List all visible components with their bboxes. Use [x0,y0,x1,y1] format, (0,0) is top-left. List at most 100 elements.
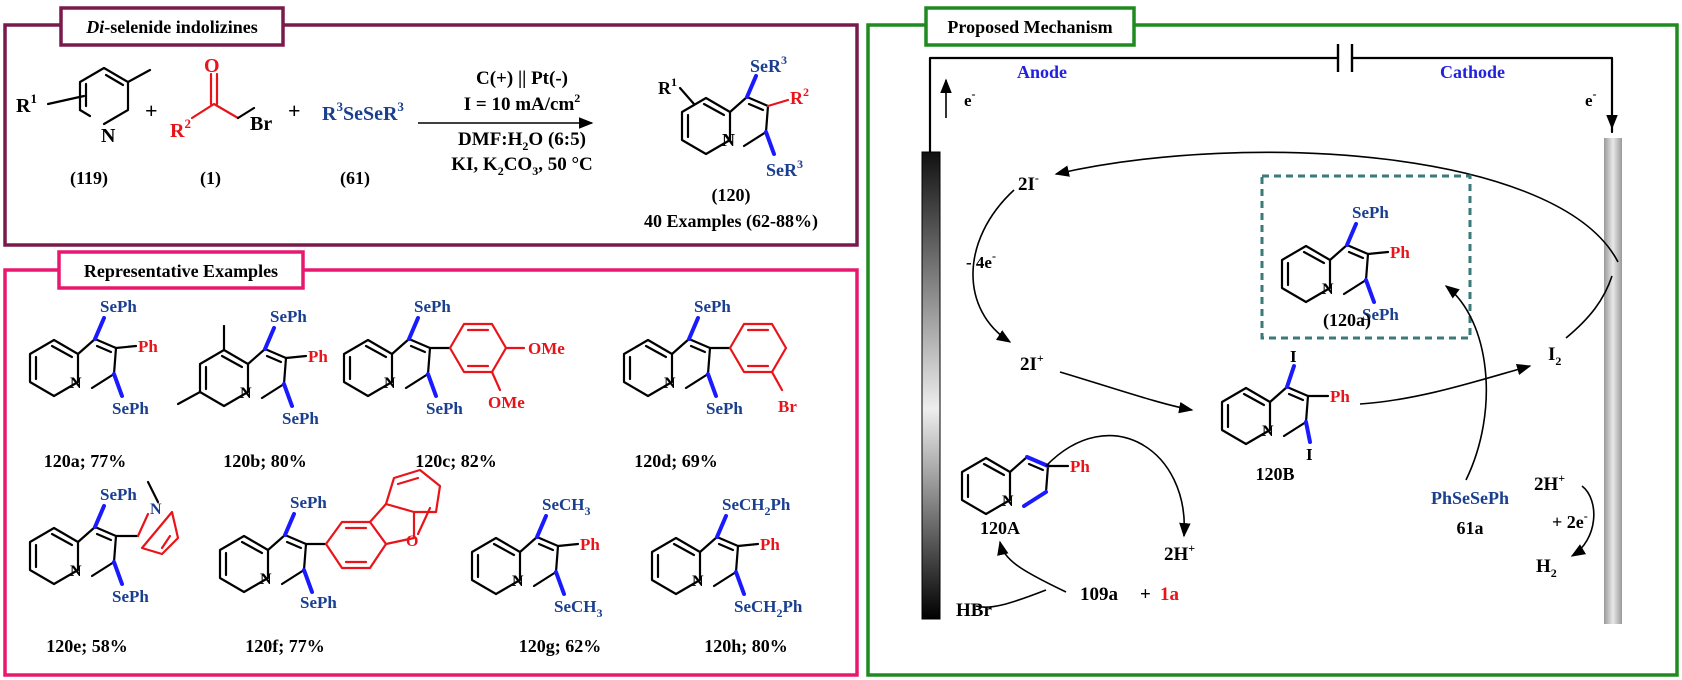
iodine-molecule: I2 [1548,344,1561,368]
label-120A: 120A [980,518,1020,538]
product-120-r2: R2 [790,85,809,108]
cathode-electrode [1604,138,1622,624]
examples-panel: Representative Examples N SePh Ph SePh 1… [3,250,859,677]
oxidation-arrow [972,189,1015,343]
product-120-se-bot: SeR3 [766,157,803,180]
mechanism-title: Proposed Mechanism [947,17,1112,37]
label-1: (1) [200,168,221,189]
selenation-arrow [1444,285,1488,481]
example-120c-ome2: OMe [488,393,525,412]
product-120-r1: R1 [658,75,677,98]
condition-current: I = 10 mA/cm2 [464,91,581,115]
example-120b-side: Ph [308,347,328,366]
example-120c-label: 120c; 82% [415,451,496,471]
iodide-anion: 2I- [1018,171,1039,195]
example-120a-side: Ph [138,337,158,356]
example-120f-n: N [260,571,272,588]
intermediate-120B-i-top: I [1290,347,1297,366]
hbr-release-line [975,589,1047,609]
example-120e: N N SePh SePh [28,480,180,606]
cathode-electrons: + 2e- [1552,509,1588,532]
to-iodine-arrow [1359,363,1532,405]
example-120e-top: SePh [100,485,137,504]
mechanism-panel: Proposed Mechanism Anode Cathode e- e- 2… [866,6,1679,677]
example-120e-n: N [70,563,82,580]
examples-count: 40 Examples (62-88%) [644,211,818,232]
product-120a-label: (120a) [1323,310,1371,331]
reactant-1-br: Br [250,113,272,135]
example-120d-br: Br [778,397,797,416]
product-120-n: N [722,130,735,150]
example-120b-top: SePh [270,307,307,326]
label-61: (61) [340,168,370,189]
cathode-label: Cathode [1440,62,1505,82]
example-120b-bot: SePh [282,409,319,428]
example-120h: N SeCH2Ph Ph SeCH2Ph [650,495,803,620]
reaction-conditions: C(+) || Pt(-) I = 10 mA/cm2 DMF:H2O (6:5… [418,68,594,178]
examples-panel-frame [3,268,859,677]
synthesis-title: Di-selenide indolizines [85,17,258,37]
label-120B: 120B [1255,464,1294,484]
example-120g-label: 120g; 62% [519,636,602,656]
example-120e-label: 120e; 58% [46,636,127,656]
intermediate-120A-n: N [1002,493,1014,510]
example-120g-side: Ph [580,535,600,554]
example-120g-bot: SeCH3 [554,597,603,620]
condensation-arrow [997,540,1067,593]
example-120f-label: 120f; 77% [245,636,325,656]
example-120d-n: N [664,375,676,392]
reactant-61: R3SeSeR3 (61) [322,99,404,189]
synthesis-panel: Di-selenide indolizines N R1 (119) + O R… [3,6,859,247]
reactant-119-r1: R1 [16,91,37,117]
example-120c-ome1: OMe [528,339,565,358]
reactant-1: O R2 Br (1) [170,55,272,189]
condition-electrodes: C(+) || Pt(-) [476,68,568,89]
example-120c-top: SePh [414,297,451,316]
hydrobromic-acid: HBr [956,600,992,621]
example-120d-top: SePh [694,297,731,316]
example-120h-n: N [692,573,704,590]
label-120: (120) [712,185,751,206]
intermediate-120B-ph: Ph [1330,387,1350,406]
proton-release-arrow [1045,435,1191,538]
diphenyl-diselenide: PhSeSePh [1431,488,1509,508]
reduction-arrow [1570,485,1595,557]
example-120e-pyrrole-n: N [150,501,162,518]
reactant-1-o: O [204,55,220,77]
product-120a-structure: N SePh Ph SePh [1280,203,1410,324]
product-120a-n: N [1322,281,1334,298]
example-120b-label: 120b; 80% [223,451,307,471]
example-120g: N SeCH3 Ph SeCH3 [470,495,603,620]
example-120f-top: SePh [290,493,327,512]
example-120e-bot: SePh [112,587,149,606]
electron-right: e- [1585,87,1597,110]
plus-sign-2: + [288,98,301,123]
two-protons: 2H+ [1164,541,1195,565]
iodine-to-cathode-line [1565,275,1613,339]
iodonium-cation: 2I+ [1020,351,1044,375]
example-120b-n: N [240,385,252,402]
example-120a-bot: SePh [112,399,149,418]
example-120c: N SePh SePh OMe OMe [342,297,565,418]
examples-title: Representative Examples [84,261,278,281]
example-120f: N O SePh SePh [218,468,442,612]
example-120h-bot: SeCH2Ph [734,597,803,620]
reactant-109a: 109a [1080,584,1119,605]
intermediate-120B-i-bot: I [1306,445,1313,464]
cathode-protons: 2H+ [1534,471,1565,495]
example-120g-n: N [512,573,524,590]
product-120-se-top: SeR3 [750,53,787,76]
iodine-return-arrow [1054,151,1619,263]
example-120c-bot: SePh [426,399,463,418]
example-120h-label: 120h; 80% [704,636,788,656]
intermediate-120A: N Ph [960,455,1090,516]
examples-title-box [57,250,305,290]
intermediate-120B: N I Ph I [1220,347,1350,464]
example-120a-n: N [70,375,82,392]
label-61a: 61a [1457,518,1484,538]
example-120c-n: N [384,375,396,392]
reactant-119-n: N [101,125,116,147]
electron-left: e- [964,87,976,110]
example-120h-side: Ph [760,535,780,554]
condition-reagents: KI, K2CO3, 50 °C [451,154,593,178]
